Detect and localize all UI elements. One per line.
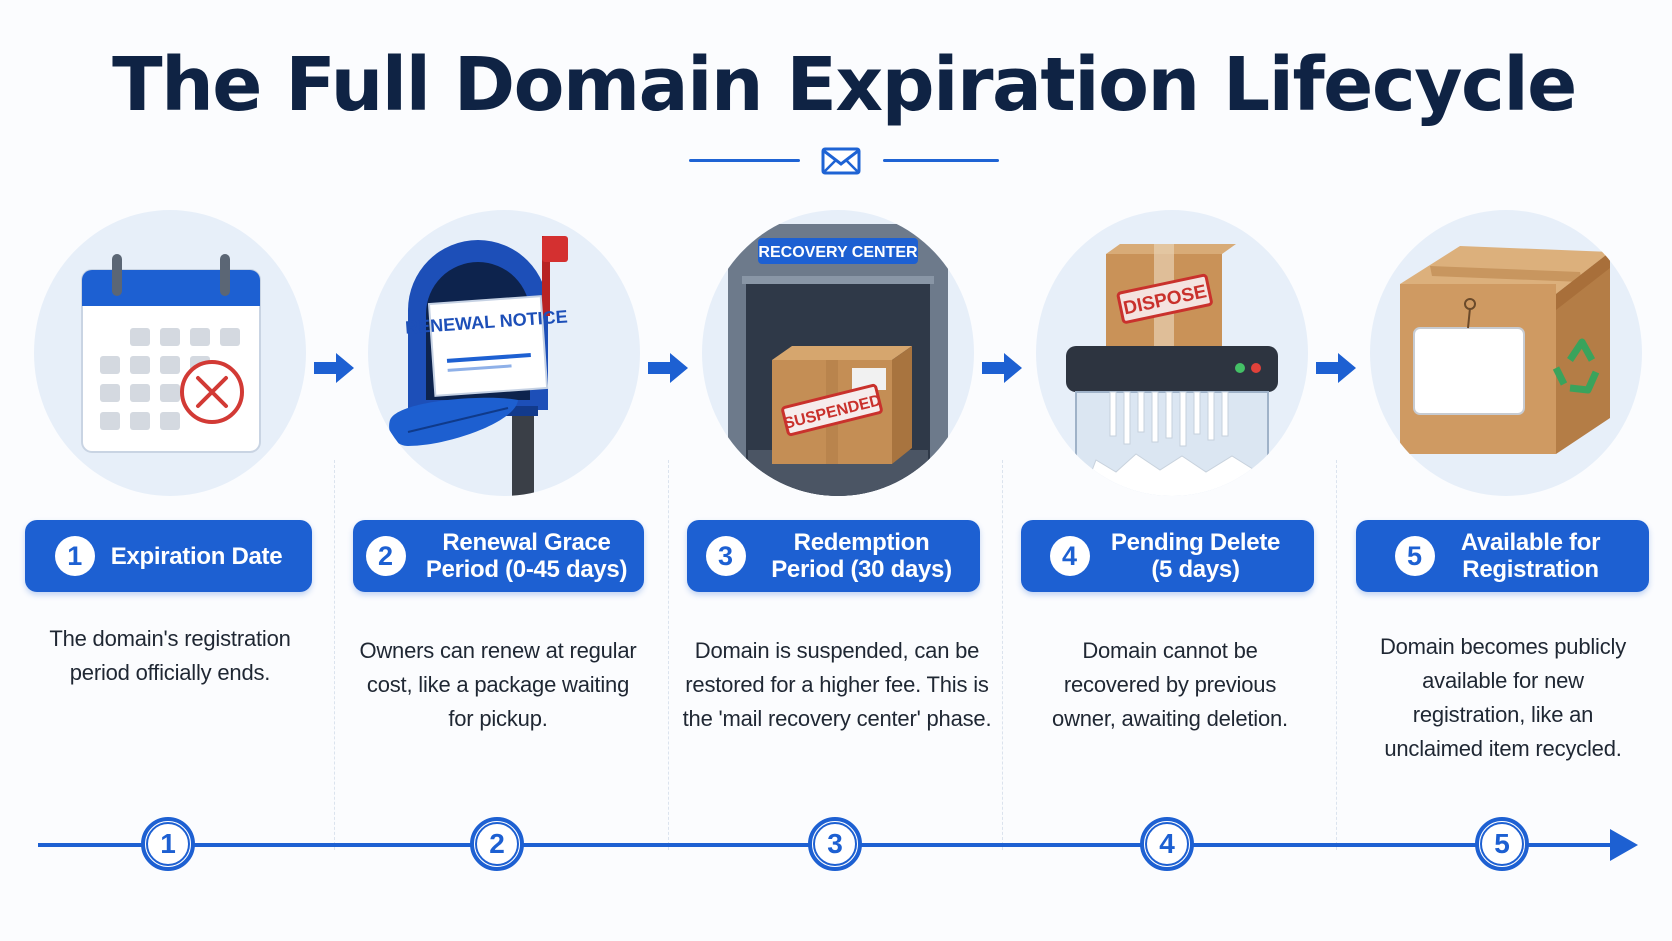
- title-divider-right: [883, 159, 999, 162]
- step-title: Redemption Period (30 days): [771, 529, 952, 583]
- step-2-illustration: RENEWAL NOTICE: [368, 210, 640, 496]
- column-divider: [1002, 460, 1003, 850]
- timeline-marker: 2: [470, 817, 524, 871]
- step-3-header: 3 Redemption Period (30 days): [687, 520, 980, 592]
- step-number-badge: 1: [54, 536, 95, 576]
- step-3-illustration: RECOVERY CENTER SUSPENDED: [702, 210, 974, 496]
- timeline-arrowhead-icon: [1610, 829, 1638, 861]
- mailbox-renewal-notice-icon: RENEWAL NOTICE: [389, 236, 568, 496]
- step-number-badge: 2: [365, 536, 406, 576]
- column-divider: [334, 460, 335, 850]
- recovery-center-sign: RECOVERY CENTER: [758, 244, 918, 261]
- column-divider: [1336, 460, 1337, 850]
- timeline-marker: 4: [1140, 817, 1194, 871]
- step-4-header: 4 Pending Delete (5 days): [1021, 520, 1314, 592]
- calendar-with-x-icon: [81, 254, 261, 453]
- title-divider-left: [689, 159, 800, 162]
- timeline-marker: 3: [808, 817, 862, 871]
- step-title: Expiration Date: [110, 542, 283, 570]
- step-5-header: 5 Available for Registration: [1356, 520, 1649, 592]
- step-1-illustration: [34, 210, 306, 496]
- step-number-badge: 3: [705, 536, 746, 576]
- step-number-badge: 4: [1049, 536, 1090, 576]
- step-1-description: The domain's registration period officia…: [49, 626, 291, 685]
- envelope-icon: [821, 147, 861, 175]
- step-3-description: Domain is suspended, can be restored for…: [682, 638, 992, 731]
- arrow-right-icon: [1316, 353, 1356, 383]
- column-divider: [668, 460, 669, 850]
- step-2-header: 2 Renewal Grace Period (0-45 days): [353, 520, 644, 592]
- step-4-illustration: DISPOSE: [1036, 210, 1308, 496]
- step-title: Pending Delete (5 days): [1110, 529, 1281, 583]
- arrow-right-icon: [314, 353, 354, 383]
- arrow-right-icon: [648, 353, 688, 383]
- step-2-description: Owners can renew at regular cost, like a…: [359, 638, 637, 731]
- recovery-center-package-icon: RECOVERY CENTER SUSPENDED: [728, 224, 948, 496]
- step-4-description: Domain cannot be recovered by previous o…: [1052, 638, 1288, 731]
- recycle-box-icon: [1400, 246, 1610, 454]
- page-title: The Full Domain Expiration Lifecycle: [112, 42, 1577, 128]
- step-title: Available for Registration: [1460, 529, 1601, 583]
- arrow-right-icon: [982, 353, 1022, 383]
- timeline-marker: 1: [141, 817, 195, 871]
- step-number-badge: 5: [1394, 536, 1435, 576]
- step-5-description: Domain becomes publicly available for ne…: [1379, 634, 1627, 761]
- step-title: Renewal Grace Period (0-45 days): [425, 529, 628, 583]
- timeline-marker: 5: [1475, 817, 1529, 871]
- step-5-illustration: [1370, 210, 1642, 496]
- shredder-dispose-icon: DISPOSE: [1066, 244, 1278, 496]
- step-1-header: 1 Expiration Date: [25, 520, 312, 592]
